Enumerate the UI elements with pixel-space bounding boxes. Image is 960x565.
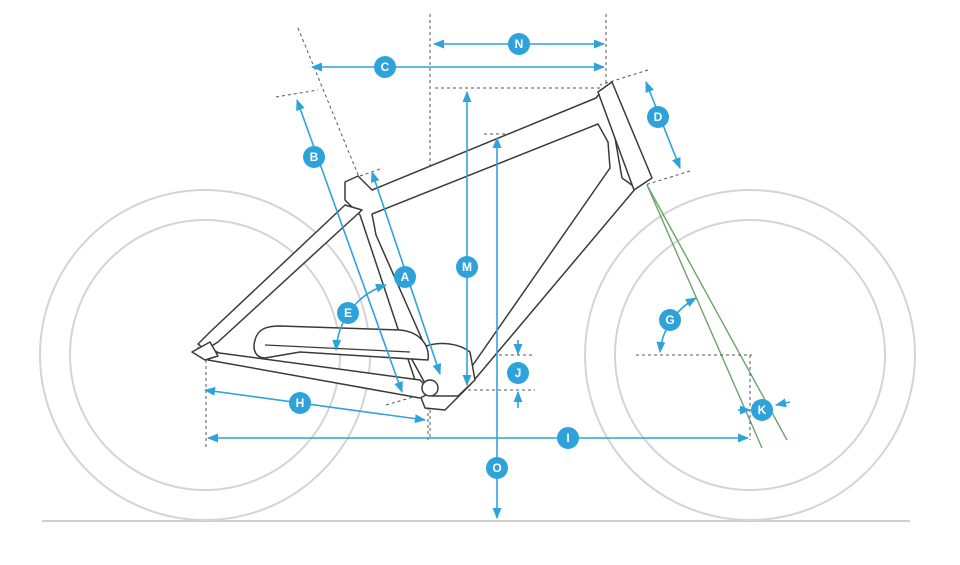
bike-frame	[191, 81, 653, 411]
measurement-lines	[203, 39, 791, 520]
label-badge-e: E	[337, 302, 359, 324]
label-badge-o: O	[486, 457, 508, 479]
front-wheel	[584, 189, 916, 521]
label-badge-n: N	[508, 33, 530, 55]
label-a-text: A	[401, 270, 410, 284]
label-o-text: O	[492, 461, 501, 475]
fork	[646, 184, 788, 449]
label-badge-j: J	[507, 362, 529, 384]
label-badge-a: A	[394, 266, 416, 288]
label-j-text: J	[515, 366, 522, 380]
label-badge-h: H	[289, 392, 311, 414]
label-badge-g: G	[659, 309, 681, 331]
label-h-text: H	[296, 396, 305, 410]
label-i-text: I	[566, 431, 569, 445]
label-n-text: N	[515, 37, 524, 51]
label-m-text: M	[462, 260, 472, 274]
label-badge-d: D	[647, 106, 669, 128]
measure-h-line	[203, 386, 427, 424]
label-g-text: G	[665, 313, 674, 327]
label-badge-i: I	[557, 427, 579, 449]
label-e-text: E	[344, 306, 352, 320]
label-d-text: D	[654, 110, 663, 124]
label-c-text: C	[381, 60, 390, 74]
label-badge-c: C	[374, 56, 396, 78]
label-badge-k: K	[751, 399, 773, 421]
label-k-text: K	[758, 403, 767, 417]
label-badge-m: M	[456, 256, 478, 278]
measure-k-right	[774, 398, 791, 408]
label-badge-b: B	[303, 146, 325, 168]
label-b-text: B	[310, 150, 319, 164]
